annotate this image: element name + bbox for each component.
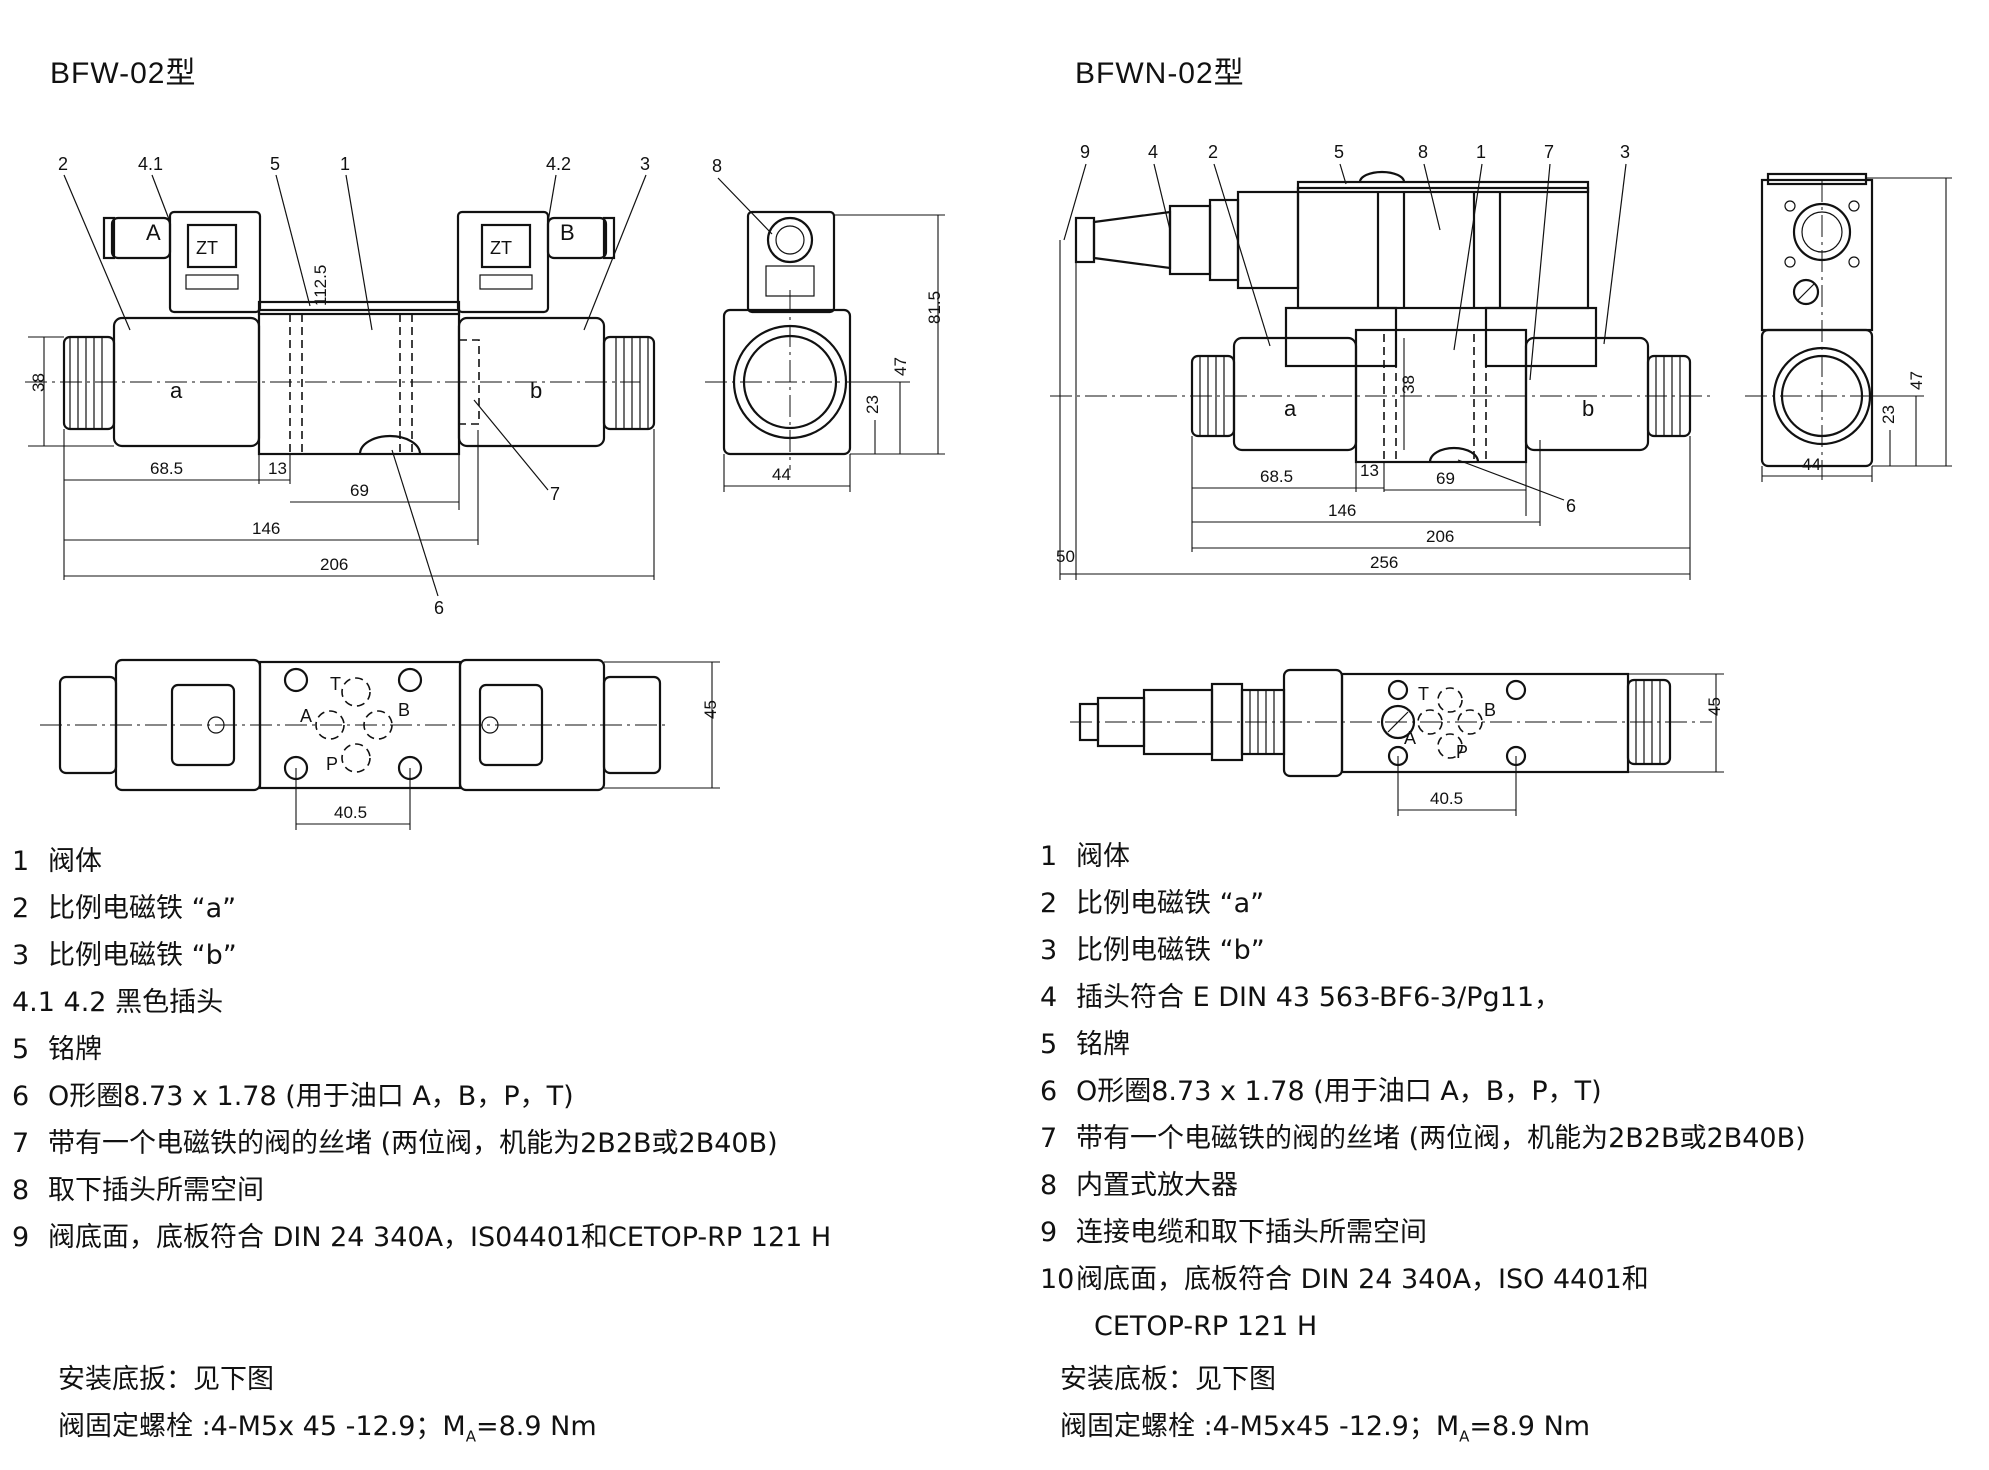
top-A: A [300,706,312,726]
dim-69: 69 [350,481,369,500]
dim-81-5: 81.5 [925,291,944,324]
right-legend-item: CETOP-RP 121 H [1094,1311,1318,1342]
r-dim-69: 69 [1436,469,1455,488]
top-dim-40-5: 40.5 [334,803,367,822]
left-side-view: 8 81.5 47 23 44 [705,156,945,492]
r-dim-146: 146 [1328,501,1356,520]
r-ref-9: 9 [1080,142,1090,162]
label-plug-B: B [560,220,575,245]
right-legend-item: 10阀底面，底板符合 DIN 24 340A，ISO 4401和 [1040,1264,1649,1295]
right-front-view: a b 9 4 2 5 8 1 7 3 6 38 68.5 13 [1050,142,1710,580]
r-dim-206: 206 [1426,527,1454,546]
ref-4-1: 4.1 [138,154,163,174]
r-ref-2: 2 [1208,142,1218,162]
left-legend-item: 4.1 4.2 黑色插头 [12,987,224,1018]
top-B: B [398,700,410,720]
label-zt-right: ZT [490,238,512,258]
left-top-view: T A B P 45 40.5 [40,658,720,830]
r-ref-7: 7 [1544,142,1554,162]
ref-6: 6 [434,598,444,618]
label-a: a [170,378,183,403]
r-dim-38: 38 [1399,375,1418,394]
r-top-A: A [1404,728,1416,748]
r-top-B: B [1484,700,1496,720]
r-dim-13: 13 [1360,461,1379,480]
ref-5: 5 [270,154,280,174]
r-ref-4: 4 [1148,142,1158,162]
ref-1: 1 [340,154,350,174]
ref-7: 7 [550,484,560,504]
r-top-T: T [1418,684,1429,704]
r-top-dim-45: 45 [1705,697,1724,716]
r-dim-44: 44 [1802,455,1821,474]
top-T: T [330,674,341,694]
left-front-view: a b A B ZT ZT 2 4.1 5 1 4.2 3 7 6 38 [25,154,656,618]
ref-4-2: 4.2 [546,154,571,174]
dim-206: 206 [320,555,348,574]
right-note-bolts: 阀固定螺栓 :4-M5x45 -12.9；MA=8.9 Nm [1060,1411,1591,1446]
r-ref-8: 8 [1418,142,1428,162]
ref-2: 2 [58,154,68,174]
label-zt-left: ZT [196,238,218,258]
r-dim-68-5: 68.5 [1260,467,1293,486]
r-ref-5: 5 [1334,142,1344,162]
left-title: BFW-02型 [50,57,197,90]
right-top-view: T A B P 45 40.5 [1070,668,1724,816]
left-note-bolts: 阀固定螺栓 :4-M5x 45 -12.9；MA=8.9 Nm [58,1411,597,1446]
r-dim-112-5: 112.5 [311,265,330,306]
ref-3: 3 [640,154,650,174]
top-P: P [326,754,338,774]
r-dim-23: 23 [1879,405,1898,424]
r-dim-47: 47 [1907,371,1926,390]
left-note-mounting: 安装底扳：见下图 [58,1364,274,1395]
label-plug-A: A [146,220,161,245]
dim-38: 38 [29,373,48,392]
r-ref-3: 3 [1620,142,1630,162]
r-dim-50: 50 [1056,547,1075,566]
dim-47: 47 [891,357,910,376]
dim-13: 13 [268,459,287,478]
right-title: BFWN-02型 [1075,57,1245,90]
right-label-b: b [1582,396,1594,421]
right-side-view: 112.5 47 23 44 [311,172,1952,482]
r-top-P: P [1456,742,1468,762]
r-top-dim-40-5: 40.5 [1430,789,1463,808]
dim-23: 23 [863,395,882,414]
r-ref-1: 1 [1476,142,1486,162]
right-notes: 安装底板：见下图 阀固定螺栓 :4-M5x45 -12.9；MA=8.9 Nm [1060,1356,1590,1460]
dim-146: 146 [252,519,280,538]
label-b: b [530,378,542,403]
side-ref-8: 8 [712,156,722,176]
right-note-mounting: 安装底板：见下图 [1060,1364,1276,1395]
r-dim-256: 256 [1370,553,1398,572]
right-label-a: a [1284,396,1297,421]
dim-68-5: 68.5 [150,459,183,478]
r-ref-6: 6 [1566,496,1576,516]
left-notes: 安装底扳：见下图 阀固定螺栓 :4-M5x 45 -12.9；MA=8.9 Nm [58,1356,597,1460]
top-dim-45: 45 [701,700,720,719]
dim-44: 44 [772,465,791,484]
